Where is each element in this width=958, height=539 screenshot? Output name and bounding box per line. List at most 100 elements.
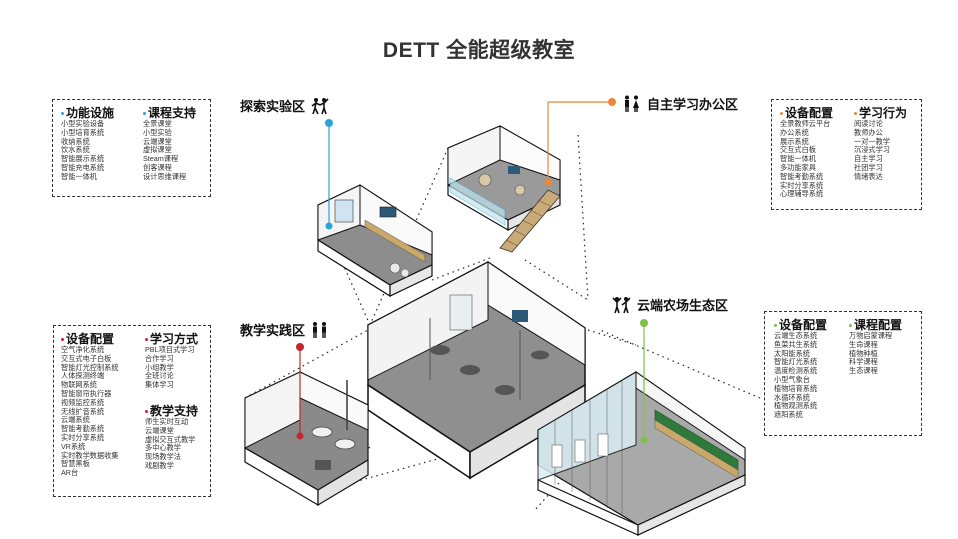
list-item: 科学课程	[849, 357, 878, 367]
list-item: 交互式电子白板	[61, 353, 112, 363]
teaching-col-support: 教学支持 师生实时互动云端课堂虚拟交互式教学多中心教学现场教学法戏剧教学	[145, 404, 198, 471]
zone-label-self-study: 自主学习办公区	[622, 94, 738, 113]
list-item: 情绪表达	[854, 171, 883, 181]
zone-label-farm: 云端农场生态区	[612, 295, 728, 314]
two-people-icon	[625, 95, 639, 112]
list-item: AR台	[61, 468, 79, 478]
list-item: 集体学习	[145, 380, 174, 390]
list-item: 温度检测系统	[774, 366, 818, 376]
bullet-dot	[849, 324, 852, 328]
page-title: DETT 全能超级教室	[382, 39, 576, 62]
zone-label-explore: 探索实验区	[240, 96, 330, 115]
list-item: 生态课程	[849, 366, 878, 376]
zone-label-self-study-text: 自主学习办公区	[647, 97, 739, 112]
list-item: 智能一体机	[61, 171, 97, 181]
teacher-students-icon	[313, 321, 327, 338]
list-item: 生命课程	[849, 339, 878, 349]
list-item: 物联网系统	[61, 380, 97, 390]
self-study-col1-heading: 设备配置	[785, 106, 834, 120]
zone-label-farm-text: 云端农场生态区	[637, 298, 729, 313]
list-item: 全班讨论	[145, 371, 174, 381]
teaching-practice-room	[244, 371, 369, 507]
list-item: 设计思维课程	[143, 171, 187, 181]
teaching-col-methods: 学习方式 PBL项目式学习合作学习小组教学全班讨论集体学习	[145, 332, 198, 390]
teaching-info-box: 设备配置 空气净化系统交互式电子白板智能灯光控制系统人体探测终端物联网系统智能窗…	[53, 325, 211, 497]
list-item: 小型气象台	[774, 374, 810, 384]
farm-col2-heading: 课程配置	[854, 318, 903, 332]
list-item: 视频监控系统	[61, 397, 105, 407]
list-item: 植物种植	[849, 348, 878, 358]
list-item: 展示系统	[780, 136, 809, 146]
self-study-pin	[544, 98, 616, 186]
people-experiment-icon	[311, 97, 329, 114]
list-item: 实时教学数据收集	[61, 450, 119, 460]
farm-col1-heading: 设备配置	[779, 318, 828, 332]
self-study-col-behaviour: 学习行为 阅读讨论教师办公一对一教学沉浸式学习自主学习社团学习情绪表达	[854, 106, 907, 182]
list-item: 小型实验	[143, 127, 172, 137]
zone-label-explore-text: 探索实验区	[240, 99, 306, 114]
list-item: 小组教学	[145, 362, 174, 372]
list-item: VR系统	[61, 441, 86, 451]
self-study-col1-list: 全景教师云平台办公系统展示系统交互式白板智能一体机多功能家具智能考勤系统实时分享…	[780, 119, 833, 199]
list-item: 智能一体机	[780, 154, 816, 164]
list-item: 智能考勤系统	[61, 424, 105, 434]
list-item: 云端课堂	[145, 425, 174, 435]
self-study-office-room	[447, 125, 561, 253]
list-item: 收纳系统	[61, 136, 90, 146]
list-item: 水循环系统	[774, 392, 810, 402]
list-item: 植物培育系统	[774, 383, 818, 393]
list-item: 智能考勤系统	[780, 171, 824, 181]
list-item: 戏剧教学	[145, 460, 174, 470]
list-item: 鱼菜共生系统	[774, 339, 818, 349]
list-item: 多中心教学	[145, 443, 181, 453]
list-item: 虚拟课堂	[143, 145, 172, 155]
explore-pin	[325, 119, 333, 230]
list-item: 小型实验设备	[61, 119, 105, 128]
list-item: 教师办公	[854, 127, 883, 137]
list-item: 遮阳系统	[774, 410, 803, 420]
teaching-col1-heading: 设备配置	[66, 332, 115, 346]
list-item: 合作学习	[145, 353, 174, 363]
list-item: 师生实时互动	[145, 417, 189, 426]
teaching-pin	[296, 343, 304, 440]
self-study-info-box: 设备配置 全景教师云平台办公系统展示系统交互式白板智能一体机多功能家具智能考勤系…	[771, 99, 922, 210]
list-item: 现场教学法	[145, 452, 181, 462]
bullet-dot	[61, 338, 64, 342]
zone-label-teaching: 教学实践区	[240, 320, 330, 339]
list-item: 创客课程	[143, 162, 172, 172]
teaching-col3-list: 师生实时互动云端课堂虚拟交互式教学多中心教学现场教学法戏剧教学	[145, 417, 198, 471]
explore-col2-heading: 课程支持	[148, 106, 197, 120]
farm-col1-list: 云端生态系统鱼菜共生系统太阳能系统智能灯光系统温度检测系统小型气象台植物培育系统…	[774, 331, 827, 420]
bullet-dot	[61, 112, 64, 116]
list-item: 智慧黑板	[61, 459, 90, 469]
list-item: 一对一教学	[854, 136, 890, 146]
list-item: 全景教师云平台	[780, 119, 831, 128]
list-item: 饮水系统	[61, 145, 90, 155]
list-item: 云端生态系统	[774, 331, 818, 340]
farm-col-courses: 课程配置 万物启蒙课程生命课程植物种植科学课程生态课程	[849, 318, 902, 376]
list-item: 实时分享系统	[780, 180, 824, 190]
list-item: 心理辅导系统	[780, 189, 824, 199]
zone-label-teaching-text: 教学实践区	[240, 323, 306, 338]
dotted-guide-lines	[244, 134, 761, 511]
list-item: 人体探测终端	[61, 371, 105, 381]
list-item: 交互式白板	[780, 145, 816, 155]
list-item: 社团学习	[854, 162, 883, 172]
explore-info-box: 功能设施 小型实验设备小型培育系统收纳系统饮水系统智能展示系统智能充电系统智能一…	[52, 99, 211, 197]
list-item: PBL项目式学习	[145, 345, 195, 354]
bullet-dot	[774, 324, 777, 328]
explore-col-facilities: 功能设施 小型实验设备小型培育系统收纳系统饮水系统智能展示系统智能充电系统智能一…	[61, 106, 114, 182]
list-item: 实时分享系统	[61, 432, 105, 442]
list-item: 虚拟交互式教学	[145, 434, 196, 444]
list-item: Steam课程	[143, 154, 179, 164]
cloud-farm-room	[537, 371, 746, 536]
central-classroom-room	[367, 261, 586, 480]
list-item: 空气净化系统	[61, 345, 105, 354]
list-item: 云端课堂	[143, 136, 172, 146]
list-item: 阅读讨论	[854, 119, 883, 128]
self-study-col2-list: 阅读讨论教师办公一对一教学沉浸式学习自主学习社团学习情绪表达	[854, 119, 907, 182]
list-item: 无线扩音系统	[61, 406, 105, 416]
